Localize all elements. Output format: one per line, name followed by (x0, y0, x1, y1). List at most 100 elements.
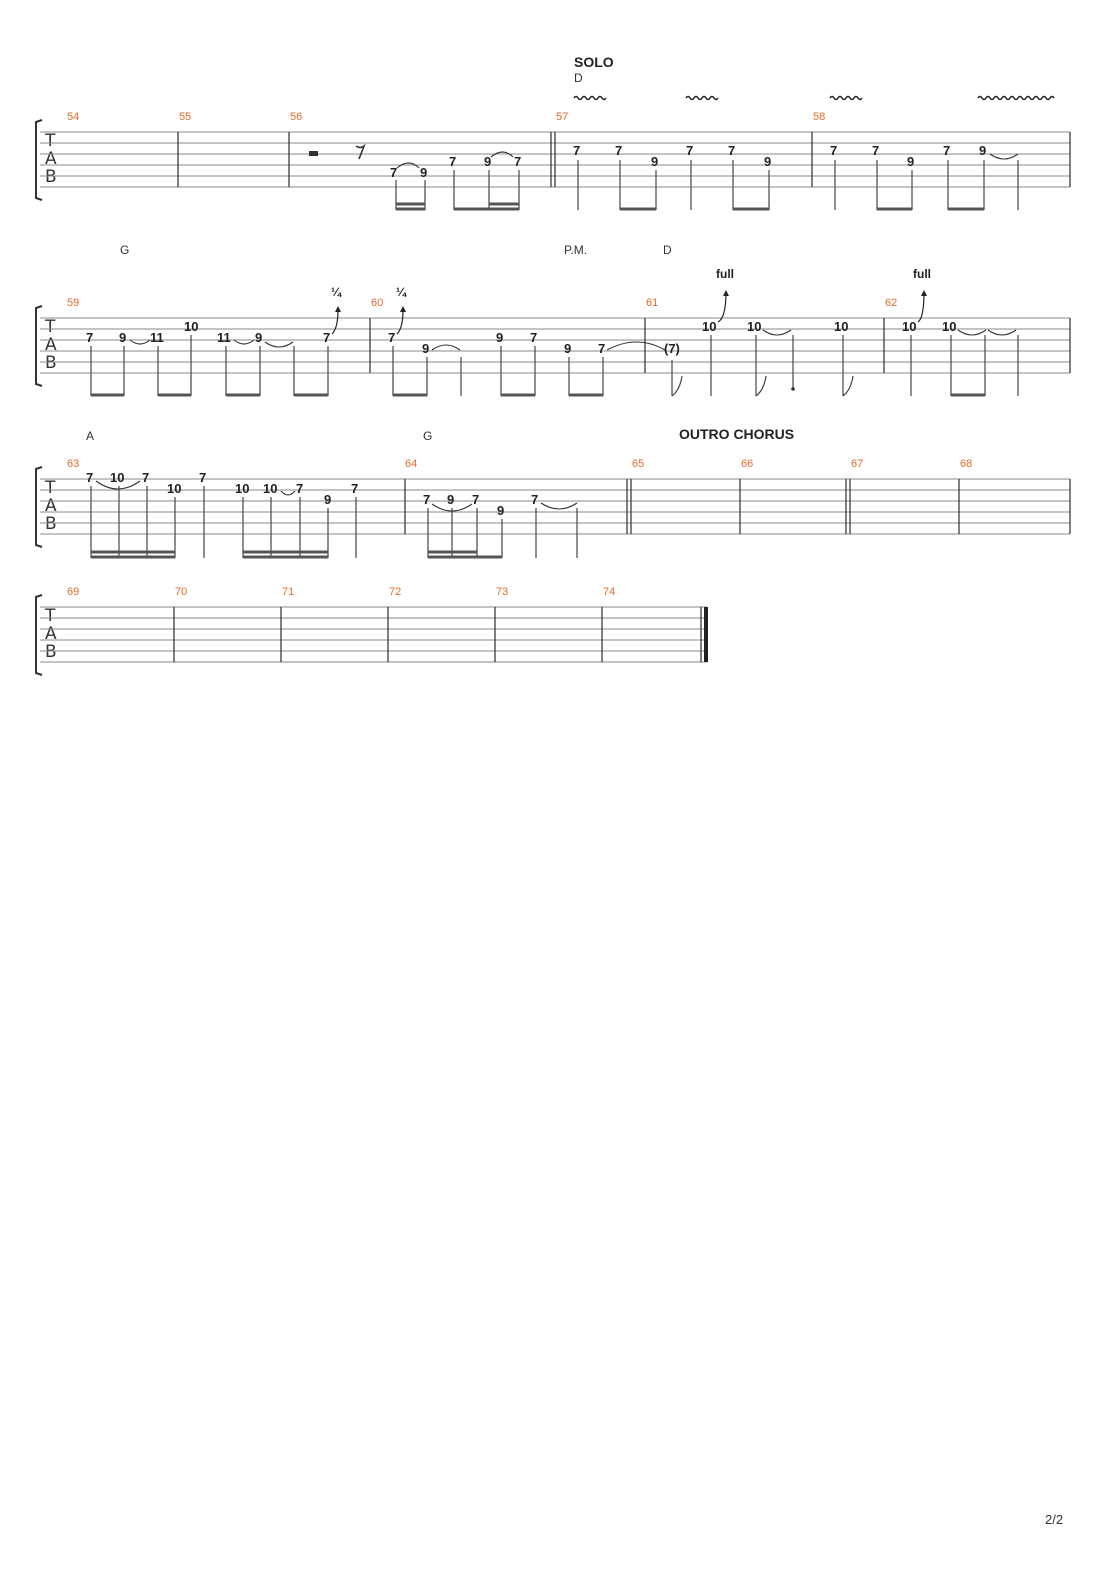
measure-number: 61 (646, 297, 658, 309)
measure-number: 63 (67, 458, 79, 470)
fret-number: 10 (902, 319, 916, 334)
fret-number: 9 (497, 503, 504, 518)
fret-number: 11 (217, 330, 231, 345)
fret-number: 11 (150, 330, 164, 345)
fret-number: 7 (514, 154, 521, 169)
staff (40, 478, 1070, 535)
bend-amount: ¼ (331, 285, 342, 299)
fret-number: 7 (199, 470, 206, 485)
fret-number: 7 (728, 143, 735, 158)
system-bracket (35, 466, 43, 548)
chord-symbol: D (574, 71, 583, 85)
fret-number: 7 (686, 143, 693, 158)
measure-number: 54 (67, 111, 79, 123)
fret-number: 7 (388, 330, 395, 345)
tab-clef-b: B (45, 514, 57, 534)
fret-number: 9 (255, 330, 262, 345)
fret-number: 10 (747, 319, 761, 334)
fret-number: 9 (420, 165, 427, 180)
fret-number: 7 (296, 481, 303, 496)
staff (40, 606, 707, 663)
fret-number: 7 (943, 143, 950, 158)
fret-number: 7 (86, 470, 93, 485)
fret-number: 10 (235, 481, 249, 496)
fret-number: 10 (167, 481, 181, 496)
fret-number: 7 (86, 330, 93, 345)
measure-number: 66 (741, 458, 753, 470)
fret-number: 9 (564, 341, 571, 356)
vibrato-mark (685, 95, 719, 101)
fret-number: 10 (184, 319, 198, 334)
palm-mute-label: P.M. (564, 243, 587, 257)
tab-clef-a: A (45, 496, 57, 516)
measure-number: 70 (175, 586, 187, 598)
system-4: T A B 69 70 71 72 73 74 (35, 586, 708, 676)
fret-number: 9 (119, 330, 126, 345)
eighth-rest (355, 143, 366, 160)
fret-number: 10 (110, 470, 124, 485)
fret-number: 7 (390, 165, 397, 180)
final-barline (704, 607, 708, 662)
measure-number: 64 (405, 458, 417, 470)
fret-number: (7) (664, 341, 680, 356)
tab-clef-t: T (44, 131, 56, 151)
measure-number: 74 (603, 586, 615, 598)
measure-number: 57 (556, 111, 568, 123)
fret-number: 10 (942, 319, 956, 334)
fret-number: 9 (324, 492, 331, 507)
tab-clef-t: T (44, 606, 56, 626)
tab-clef-b: B (45, 642, 57, 662)
fret-number: 7 (449, 154, 456, 169)
tab-clef-t: T (44, 478, 56, 498)
fret-number: 7 (423, 492, 430, 507)
measure-number: 71 (282, 586, 294, 598)
fret-number: 9 (447, 492, 454, 507)
fret-number: 7 (530, 330, 537, 345)
bend-amount: ¼ (396, 285, 407, 299)
vibrato-mark (977, 95, 1055, 101)
chord-symbol: G (423, 429, 432, 443)
fret-number: 7 (830, 143, 837, 158)
staff (40, 317, 1070, 374)
measure-number: 60 (371, 297, 383, 309)
fret-number: 7 (531, 492, 538, 507)
fret-number: 7 (472, 492, 479, 507)
vibrato-mark (573, 95, 607, 101)
fret-number: 9 (422, 341, 429, 356)
measure-number: 58 (813, 111, 825, 123)
fret-number: 9 (907, 154, 914, 169)
fret-number: 10 (834, 319, 848, 334)
fret-number: 9 (764, 154, 771, 169)
fret-number: 7 (573, 143, 580, 158)
fret-number: 10 (263, 481, 277, 496)
system-bracket (35, 594, 43, 676)
fret-number: 9 (496, 330, 503, 345)
chord-symbol: G (120, 243, 129, 257)
system-3: A G OUTRO CHORUS T A B 63 64 65 66 67 68… (35, 426, 1071, 559)
tab-clef-a: A (45, 624, 57, 644)
half-rest (309, 151, 318, 156)
bend-amount: full (716, 267, 734, 281)
measure-number: 72 (389, 586, 401, 598)
tab-clef-a: A (45, 149, 57, 169)
measure-number: 56 (290, 111, 302, 123)
tab-clef-b: B (45, 167, 57, 187)
system-bracket (35, 305, 43, 387)
system-bracket (35, 119, 43, 201)
bend-amount: full (913, 267, 931, 281)
measure-number: 68 (960, 458, 972, 470)
tab-clef-a: A (45, 335, 57, 355)
fret-number: 9 (979, 143, 986, 158)
page-number: 2/2 (1045, 1512, 1063, 1527)
measure-number: 59 (67, 297, 79, 309)
tab-clef-t: T (44, 317, 56, 337)
measure-number: 73 (496, 586, 508, 598)
fret-number: 9 (484, 154, 491, 169)
measure-number: 69 (67, 586, 79, 598)
section-label-outro-chorus: OUTRO CHORUS (679, 426, 794, 442)
fret-number: 10 (702, 319, 716, 334)
section-label-solo: SOLO (574, 54, 614, 70)
fret-number: 7 (142, 470, 149, 485)
measure-number: 62 (885, 297, 897, 309)
